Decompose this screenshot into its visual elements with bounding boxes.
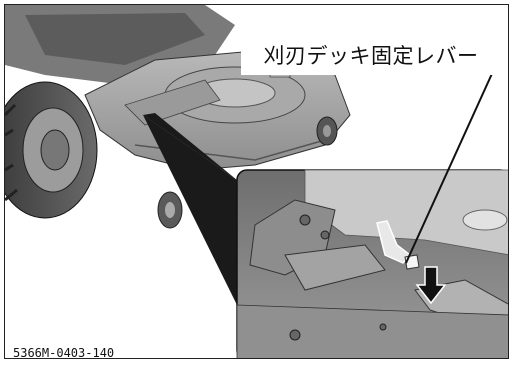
detail-inset: [236, 169, 508, 358]
figure-id: 5366M-0403-140: [11, 346, 117, 359]
deck-caster-wheel: [316, 116, 338, 146]
leader-line: [405, 66, 496, 264]
mower-deck-illustration: [5, 5, 508, 358]
figure-frame: 刈刃デッキ固定レバー 5366M-0403-140: [4, 4, 509, 359]
zoom-wedge: [143, 115, 237, 305]
callout-label: 刈刃デッキ固定レバー: [241, 35, 501, 75]
tractor-tire: [5, 81, 98, 219]
push-down-arrow-icon: [415, 266, 447, 305]
gauge-wheel: [157, 191, 183, 229]
